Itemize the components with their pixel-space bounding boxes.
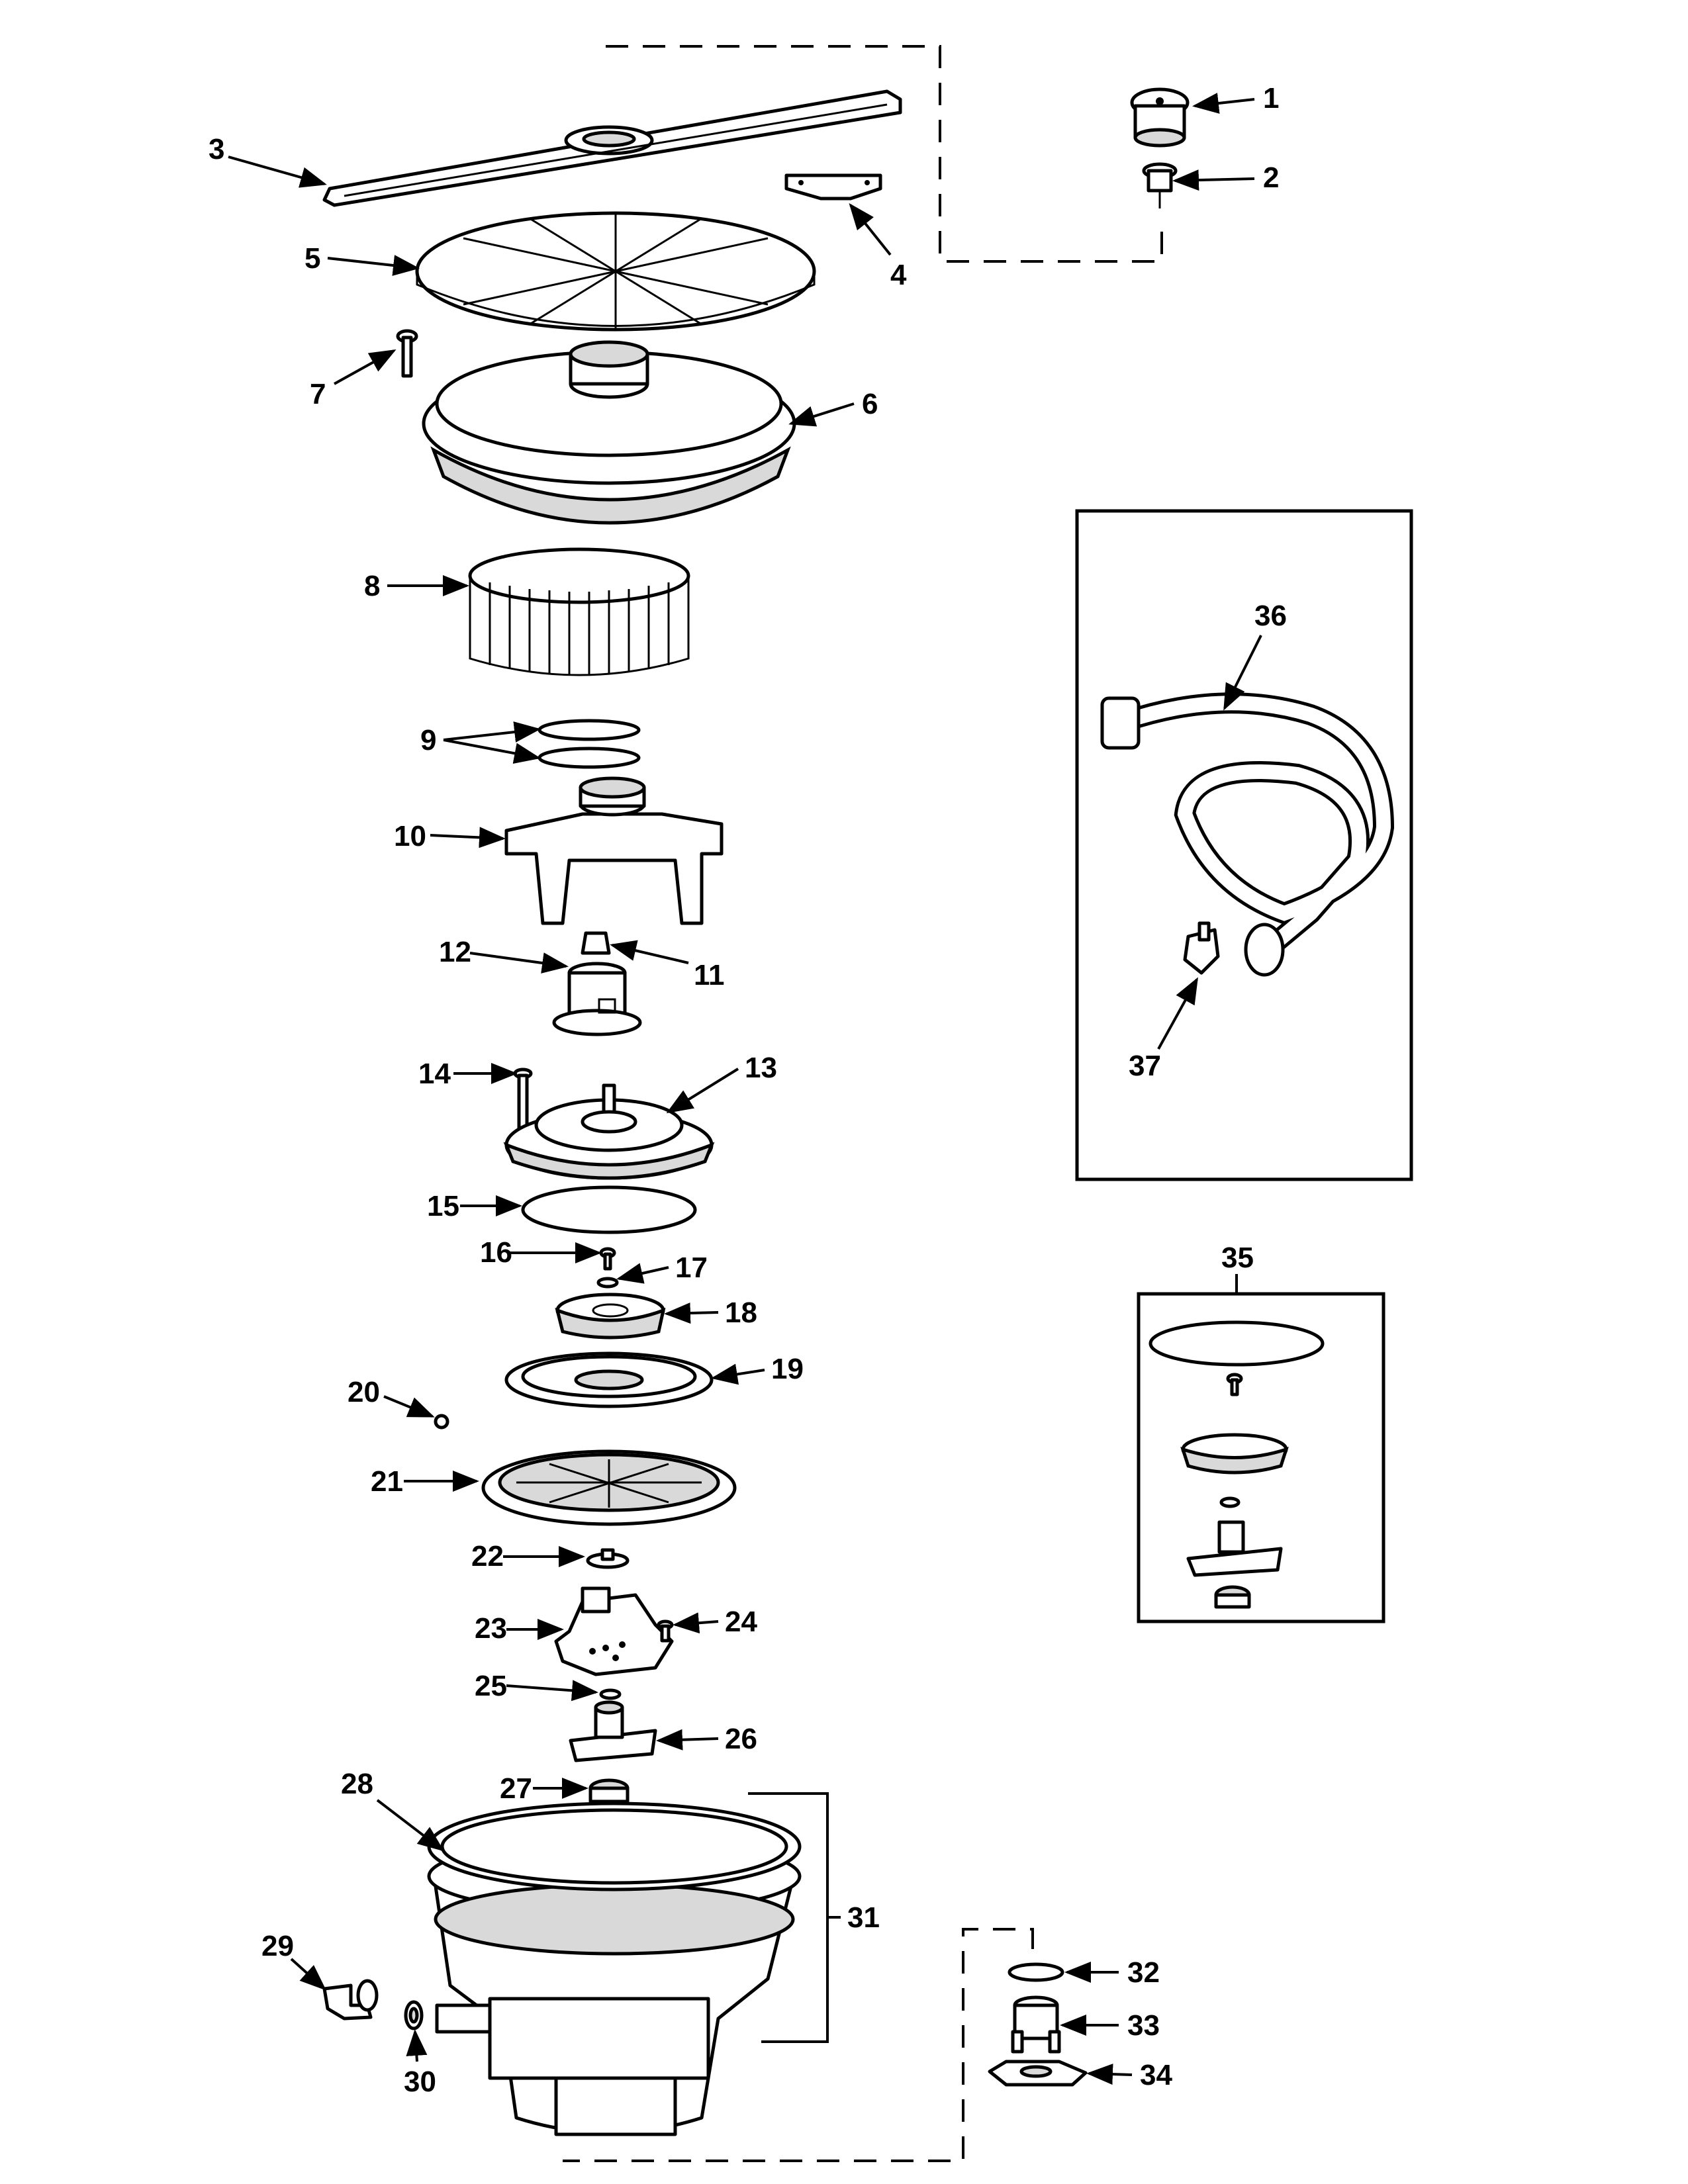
callout-8: 8 — [364, 570, 380, 602]
part-37[interactable] — [1183, 921, 1220, 975]
callout-4: 4 — [890, 259, 907, 291]
part-6[interactable] — [422, 340, 796, 525]
part-4[interactable] — [784, 173, 882, 201]
part-19[interactable] — [504, 1351, 714, 1408]
callout-24: 24 — [725, 1606, 757, 1638]
callout-18: 18 — [725, 1297, 757, 1329]
part-21[interactable] — [481, 1449, 737, 1526]
callout-30: 30 — [404, 2066, 436, 2098]
callout-13: 13 — [745, 1052, 777, 1084]
callout-31: 31 — [847, 1901, 880, 1934]
callout-16: 16 — [480, 1236, 512, 1269]
part-9[interactable] — [538, 719, 641, 769]
callout-23: 23 — [475, 1612, 507, 1645]
callout-3: 3 — [209, 133, 224, 165]
part-20[interactable] — [434, 1414, 449, 1430]
callout-35: 35 — [1221, 1242, 1254, 1274]
callout-10: 10 — [394, 820, 426, 852]
callout-2: 2 — [1263, 161, 1279, 194]
callout-22: 22 — [471, 1540, 504, 1572]
part-18[interactable] — [555, 1293, 666, 1340]
callout-28: 28 — [341, 1768, 373, 1800]
callout-20: 20 — [348, 1376, 380, 1408]
part-27[interactable] — [588, 1778, 630, 1803]
part-33[interactable] — [1011, 1995, 1061, 2054]
callout-labels: 1 2 3 4 5 6 7 8 9 10 11 12 13 14 15 16 1… — [209, 82, 1287, 2098]
callout-7: 7 — [310, 378, 326, 410]
hose-kit-frame — [1075, 509, 1413, 1181]
part-2[interactable] — [1142, 162, 1178, 208]
part-10[interactable] — [504, 776, 724, 925]
leader-lines — [228, 93, 1262, 2085]
callout-26: 26 — [725, 1723, 757, 1755]
part-3[interactable] — [322, 89, 902, 207]
part-5[interactable] — [415, 211, 816, 332]
callout-29: 29 — [261, 1930, 294, 1962]
callout-19: 19 — [771, 1353, 804, 1385]
part-8[interactable] — [468, 547, 690, 676]
callout-14: 14 — [418, 1058, 451, 1090]
dashed-connector-bottom — [563, 1928, 1034, 2162]
callout-5: 5 — [305, 242, 320, 275]
part-17[interactable] — [596, 1277, 619, 1289]
callout-1: 1 — [1263, 82, 1279, 114]
part-12[interactable] — [552, 962, 642, 1036]
part-31[interactable] — [427, 1838, 802, 2136]
callout-11: 11 — [694, 959, 725, 991]
callout-17: 17 — [675, 1251, 708, 1284]
callout-34: 34 — [1140, 2059, 1172, 2091]
callout-37: 37 — [1129, 1050, 1161, 1082]
callout-15: 15 — [427, 1190, 459, 1222]
part-29[interactable] — [322, 1979, 379, 2021]
part-13[interactable] — [503, 1083, 715, 1180]
callout-9: 9 — [420, 724, 436, 756]
callout-12: 12 — [439, 936, 471, 968]
part-30[interactable] — [404, 2000, 424, 2030]
callout-36: 36 — [1254, 600, 1287, 632]
part-32[interactable] — [1008, 1962, 1064, 1982]
callout-6: 6 — [862, 388, 878, 420]
part-36[interactable] — [1100, 692, 1395, 977]
callout-33: 33 — [1127, 2009, 1160, 2042]
part-7[interactable] — [396, 329, 418, 378]
part-34[interactable] — [988, 2060, 1088, 2087]
part-26[interactable] — [569, 1700, 657, 1762]
callout-25: 25 — [475, 1670, 507, 1702]
part-1[interactable] — [1130, 87, 1190, 148]
part-11[interactable] — [581, 931, 611, 955]
pump-kit-frame — [1137, 1292, 1385, 1623]
part-15[interactable] — [521, 1185, 697, 1234]
part-16[interactable] — [599, 1247, 616, 1271]
part-35[interactable] — [1149, 1320, 1325, 1609]
part-24[interactable] — [657, 1619, 674, 1643]
part-28[interactable] — [427, 1801, 802, 1891]
part-22[interactable] — [586, 1548, 630, 1569]
callout-32: 32 — [1127, 1956, 1160, 1989]
part-25[interactable] — [599, 1688, 622, 1700]
dashed-connector-top — [606, 45, 1163, 263]
callout-21: 21 — [371, 1465, 403, 1498]
part-23[interactable] — [554, 1586, 674, 1676]
callout-27: 27 — [500, 1772, 532, 1805]
